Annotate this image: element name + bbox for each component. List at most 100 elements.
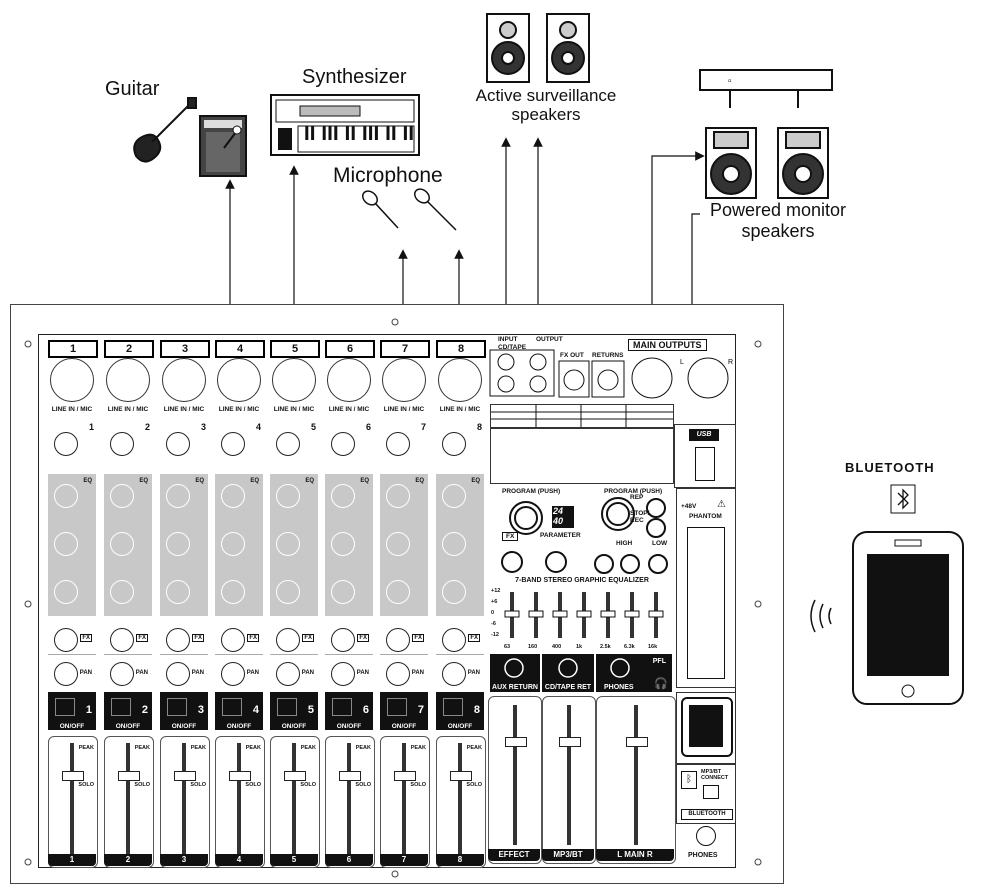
fader-knob[interactable] — [559, 737, 581, 747]
fx-send-knob[interactable] — [442, 628, 466, 652]
on-off-label: ON/OFF — [215, 723, 263, 730]
eq-low-knob[interactable] — [386, 580, 410, 604]
fader-track — [513, 705, 517, 845]
connect-button[interactable] — [703, 785, 719, 799]
gain-knob[interactable] — [386, 432, 410, 456]
eq-high-knob[interactable] — [442, 484, 466, 508]
pan-knob[interactable] — [166, 662, 190, 686]
eq-mid-knob[interactable] — [276, 532, 300, 556]
pan-knob[interactable] — [386, 662, 410, 686]
fader-knob[interactable] — [394, 771, 416, 781]
eq-high-knob[interactable] — [221, 484, 245, 508]
fx-returns-jacks[interactable] — [558, 360, 626, 400]
fx-send-knob[interactable] — [166, 628, 190, 652]
phones-jack[interactable] — [696, 826, 716, 846]
eq-low-knob[interactable] — [221, 580, 245, 604]
eq-high-knob[interactable] — [386, 484, 410, 508]
gain-knob[interactable] — [54, 432, 78, 456]
pan-knob[interactable] — [331, 662, 355, 686]
mp3-display-panel — [676, 692, 736, 764]
pan-knob[interactable] — [442, 662, 466, 686]
eq-mid-knob[interactable] — [442, 532, 466, 556]
fader-knob[interactable] — [505, 737, 527, 747]
eq-low-knob[interactable] — [331, 580, 355, 604]
eq-low-knob[interactable] — [276, 580, 300, 604]
eq-label: EQ — [471, 478, 480, 484]
eq-mid-knob[interactable] — [110, 532, 134, 556]
eq-high-knob[interactable] — [276, 484, 300, 508]
gain-knob[interactable] — [110, 432, 134, 456]
gain-knob[interactable] — [221, 432, 245, 456]
on-off-button[interactable] — [167, 698, 187, 716]
eq-high-knob[interactable] — [54, 484, 78, 508]
xlr-input-jack[interactable] — [438, 358, 482, 402]
fx-send-knob[interactable] — [110, 628, 134, 652]
main-outputs-label: MAIN OUTPUTS — [628, 339, 707, 351]
output-label: OUTPUT — [536, 336, 563, 343]
eq-section: EQ — [436, 474, 484, 616]
on-off-button[interactable] — [387, 698, 407, 716]
fader-track — [182, 743, 186, 861]
solo-label: SOLO — [245, 782, 261, 788]
fader-knob[interactable] — [229, 771, 251, 781]
fader-knob[interactable] — [118, 771, 140, 781]
fx-send-knob[interactable] — [54, 628, 78, 652]
xlr-input-jack[interactable] — [327, 358, 371, 402]
fx-send-knob[interactable] — [331, 628, 355, 652]
pan-knob[interactable] — [276, 662, 300, 686]
main-outputs-xlr[interactable]: L R — [628, 352, 734, 404]
on-off-button[interactable] — [277, 698, 297, 716]
eq-low-knob[interactable] — [110, 580, 134, 604]
pan-knob[interactable] — [221, 662, 245, 686]
fader-knob[interactable] — [62, 771, 84, 781]
on-off-button[interactable] — [332, 698, 352, 716]
fx-send-knob[interactable] — [386, 628, 410, 652]
gain-knob[interactable] — [331, 432, 355, 456]
eq-low-knob[interactable] — [442, 580, 466, 604]
fader-knob[interactable] — [450, 771, 472, 781]
fader-knob[interactable] — [339, 771, 361, 781]
channel-strip-6: 6 LINE IN / MIC 6 EQ FX PAN 6 ON/OFF PEA… — [323, 340, 375, 874]
channel-fader: PEAK SOLO — [160, 736, 210, 868]
fx-send-knob[interactable] — [276, 628, 300, 652]
usb-port[interactable] — [695, 447, 715, 481]
fader-knob[interactable] — [626, 737, 648, 747]
eq-mid-knob[interactable] — [386, 532, 410, 556]
eq-mid-knob[interactable] — [54, 532, 78, 556]
xlr-input-jack[interactable] — [382, 358, 426, 402]
xlr-input-jack[interactable] — [106, 358, 150, 402]
eq-high-knob[interactable] — [166, 484, 190, 508]
fx-send-knob[interactable] — [221, 628, 245, 652]
gain-knob[interactable] — [276, 432, 300, 456]
on-off-button[interactable] — [443, 698, 463, 716]
eq-mid-knob[interactable] — [331, 532, 355, 556]
mp3-program-knobs[interactable] — [592, 490, 676, 580]
fader-knob[interactable] — [284, 771, 306, 781]
xlr-input-jack[interactable] — [50, 358, 94, 402]
gain-knob[interactable] — [166, 432, 190, 456]
eq-mid-knob[interactable] — [166, 532, 190, 556]
eq-section: EQ — [270, 474, 318, 616]
fx-send-section: FX — [270, 624, 318, 655]
svg-text:L: L — [680, 359, 684, 366]
pan-knob[interactable] — [110, 662, 134, 686]
on-off-button[interactable] — [111, 698, 131, 716]
eq-high-knob[interactable] — [110, 484, 134, 508]
xlr-input-jack[interactable] — [272, 358, 316, 402]
pan-knob[interactable] — [54, 662, 78, 686]
phantom-switch-area[interactable] — [687, 527, 725, 679]
eq-high-knob[interactable] — [331, 484, 355, 508]
graphic-eq-sliders[interactable] — [490, 588, 674, 644]
peak-label: PEAK — [191, 745, 206, 751]
gain-knob[interactable] — [442, 432, 466, 456]
xlr-input-jack[interactable] — [162, 358, 206, 402]
on-off-channel-number: 6 — [363, 704, 369, 716]
fader-knob[interactable] — [174, 771, 196, 781]
eq-low-knob[interactable] — [54, 580, 78, 604]
on-off-button[interactable] — [55, 698, 75, 716]
eq-low-knob[interactable] — [166, 580, 190, 604]
xlr-input-jack[interactable] — [217, 358, 261, 402]
eq-mid-knob[interactable] — [221, 532, 245, 556]
cd-tape-rca-jacks[interactable] — [488, 348, 556, 398]
on-off-button[interactable] — [222, 698, 242, 716]
